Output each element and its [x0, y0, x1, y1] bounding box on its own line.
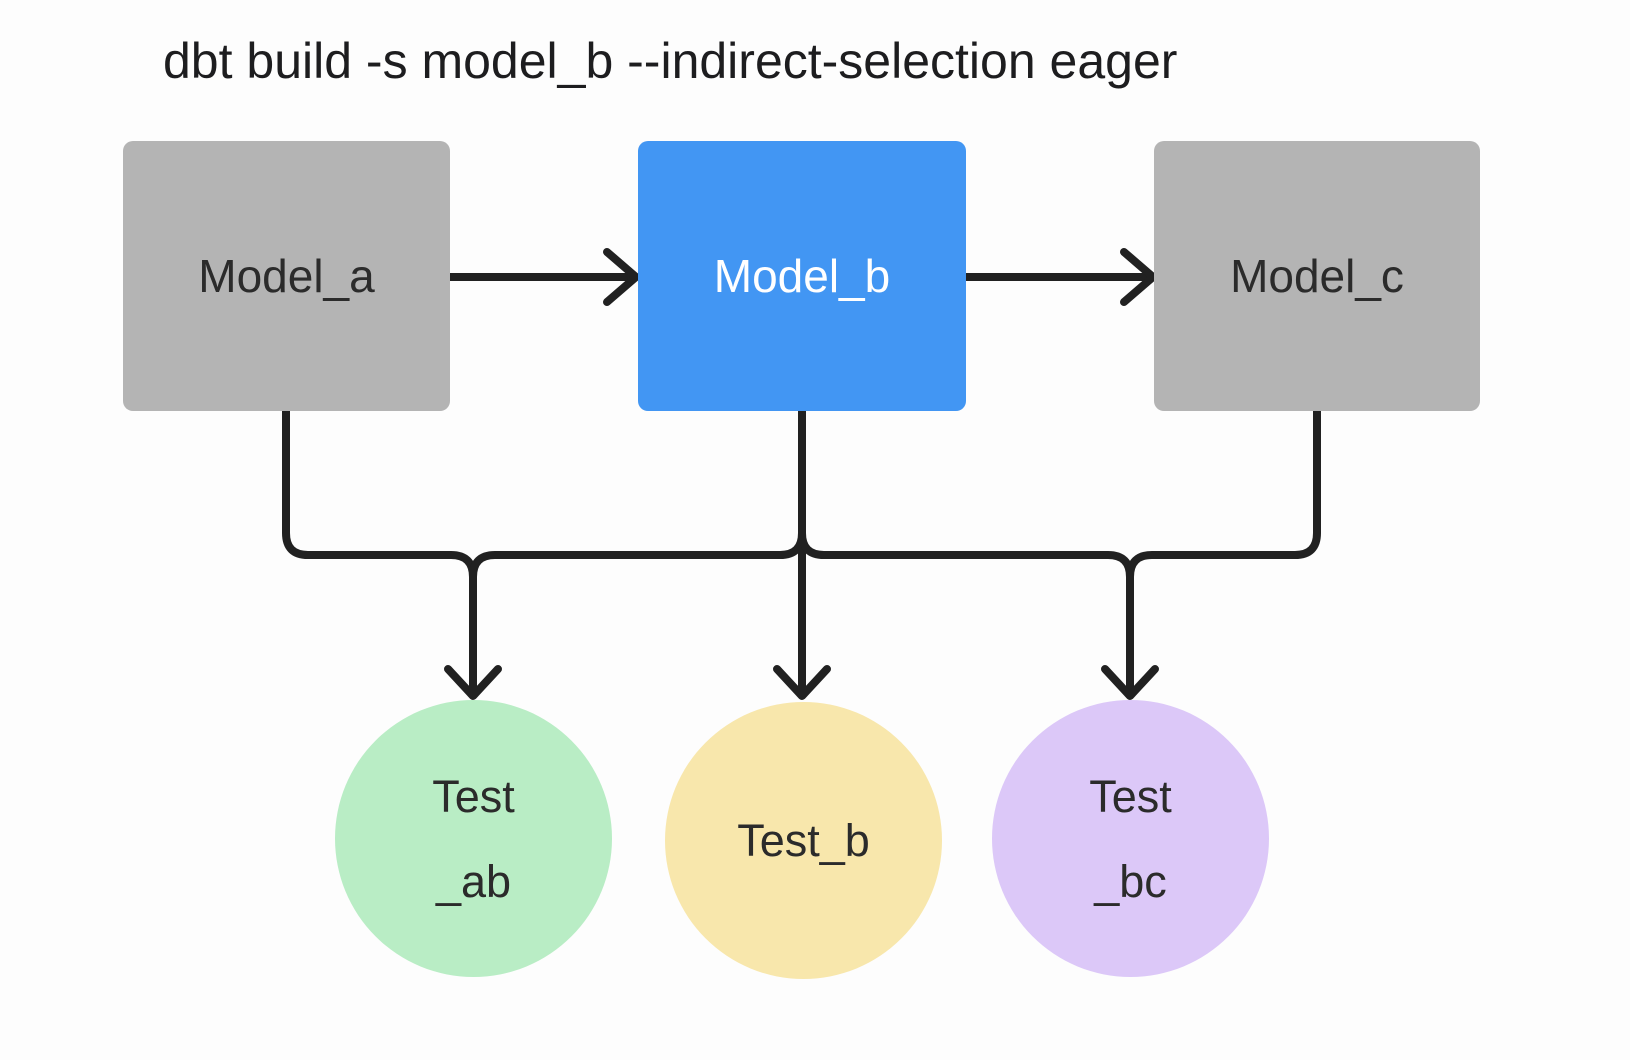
- node-model-a: Model_a: [123, 141, 450, 411]
- node-model-b-label: Model_b: [713, 250, 891, 302]
- node-test-b: Test_b: [665, 702, 942, 979]
- node-model-a-label: Model_a: [198, 250, 375, 302]
- test-b-label-line1: Test_b: [737, 815, 870, 866]
- test-bc-label-line2: _bc: [1094, 855, 1167, 907]
- node-test-b-label: Test_b: [737, 798, 870, 883]
- node-model-b-selected: Model_b: [638, 141, 966, 411]
- arrowhead-test-bc-icon: [1101, 665, 1159, 700]
- diagram-title: dbt build -s model_b --indirect-selectio…: [163, 33, 1178, 89]
- edge-model-c-to-test-bc: [1126, 406, 1321, 693]
- edge-model-a-to-test-ab: [282, 406, 477, 693]
- arrowhead-model-b-icon: [603, 248, 640, 306]
- edge-model-b-to-test-ab: [469, 406, 806, 693]
- edge-model-b-to-test-bc: [798, 406, 1134, 693]
- test-ab-label-line1: Test: [432, 770, 515, 822]
- node-test-ab: Test _ab: [335, 700, 612, 977]
- node-test-ab-label: Test _ab: [432, 754, 515, 924]
- connector-group: [282, 248, 1321, 700]
- test-ab-label-line2: _ab: [435, 855, 512, 907]
- arrowhead-test-ab-icon: [444, 665, 502, 700]
- test-bc-label-line1: Test: [1089, 770, 1172, 822]
- arrowhead-test-b-icon: [773, 665, 831, 700]
- node-test-bc-label: Test _bc: [1089, 754, 1172, 924]
- arrowhead-model-c-icon: [1120, 248, 1157, 306]
- node-model-c-label: Model_c: [1230, 250, 1404, 302]
- node-test-bc: Test _bc: [992, 700, 1269, 977]
- node-model-c: Model_c: [1154, 141, 1480, 411]
